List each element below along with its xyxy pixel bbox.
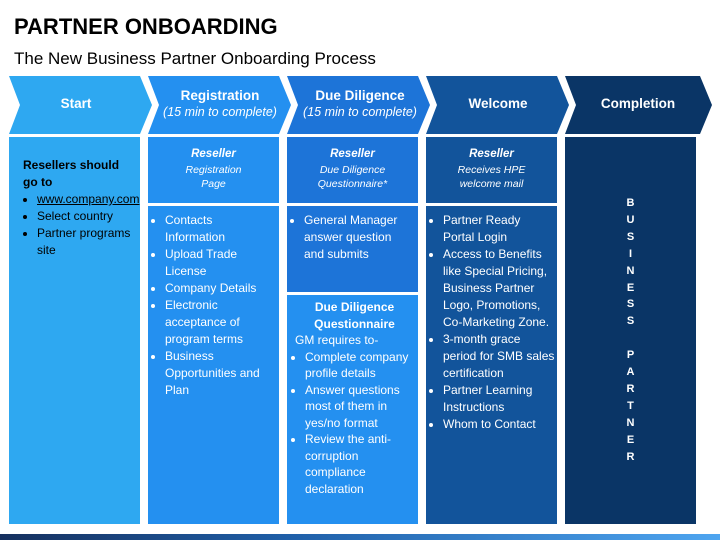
step-header-registration: Registration (15 min to complete) [155, 78, 285, 130]
page-subtitle: The New Business Partner Onboarding Proc… [14, 49, 376, 68]
welcome-intro: Reseller Receives HPE welcome mail [426, 137, 557, 203]
step-header-completion: Completion [572, 78, 704, 130]
block-line: welcome mail [459, 178, 524, 190]
block-title: Reseller [330, 148, 375, 160]
block-line: Registration [185, 163, 242, 176]
list-item: Select country [37, 208, 132, 225]
step-title: Due Diligence [315, 88, 405, 103]
step-title: Completion [600, 96, 676, 111]
registration-details: Contacts Information Upload Trade Licens… [148, 206, 279, 524]
step-title: Registration [180, 88, 260, 103]
due-diligence-bullets: General Manager answer question and subm… [287, 212, 414, 263]
welcome-bullets: Partner Ready Portal Login Access to Ben… [426, 212, 555, 433]
list-item: Partner Learning Instructions [443, 382, 555, 416]
vertical-letter: R [626, 450, 635, 463]
process-chevrons [9, 76, 712, 134]
block-line: Receives HPE [457, 163, 526, 176]
chevron-start [9, 76, 152, 134]
vertical-letter: U [626, 213, 635, 226]
list-item: General Manager answer question and subm… [304, 212, 414, 263]
list-item: Contacts Information [165, 212, 275, 246]
questionnaire-intro: GM requires to- [295, 333, 379, 347]
list-item: Review the anti-corruption compliance de… [305, 431, 414, 497]
step-header-start: Start [16, 78, 136, 130]
vertical-letter: R [626, 382, 635, 395]
column-due-diligence: Reseller Due Diligence Questionnaire* Ge… [287, 137, 418, 524]
start-content: Resellers should go to www.company.com S… [9, 137, 140, 259]
list-item: 3-month grace period for SMB sales certi… [443, 331, 555, 382]
step-subtitle: (15 min to complete) [163, 105, 277, 119]
vertical-letter: S [626, 298, 635, 311]
chevron-completion [565, 76, 712, 134]
block-title: Reseller [469, 148, 514, 160]
vertical-letter: T [627, 399, 634, 412]
vertical-letter: N [626, 416, 635, 429]
chevron-welcome [426, 76, 569, 134]
vertical-letter [565, 330, 696, 347]
column-registration: Reseller Registration Page Contacts Info… [148, 137, 279, 524]
block-line: Page [201, 178, 226, 190]
list-item: Partner programs site [37, 225, 132, 259]
footer-gradient-bar [0, 534, 720, 540]
page-title: PARTNER ONBOARDING [14, 14, 278, 39]
vertical-letter: N [626, 264, 635, 277]
questionnaire-bullets: Complete company profile details Answer … [295, 349, 414, 498]
vertical-letter: A [626, 366, 635, 379]
company-website-link[interactable]: www.company.com [37, 191, 139, 208]
chevron-registration [148, 76, 291, 134]
column-completion: B U S I N E S S P A R T N E R [565, 137, 696, 524]
due-diligence-intro: Reseller Due Diligence Questionnaire* [287, 137, 418, 203]
registration-bullets: Contacts Information Upload Trade Licens… [148, 212, 275, 399]
vertical-letter: B [626, 197, 635, 209]
list-item: Access to Benefits like Special Pricing,… [443, 246, 555, 331]
vertical-letter: S [626, 230, 635, 243]
block-line: Questionnaire* [317, 178, 388, 190]
registration-intro: Reseller Registration Page [148, 137, 279, 203]
vertical-letter: E [626, 433, 635, 446]
list-item: Partner Ready Portal Login [443, 212, 555, 246]
list-item: Upload Trade License [165, 246, 275, 280]
list-item: Electronic acceptance of program terms [165, 297, 275, 348]
vertical-letter: I [628, 247, 633, 260]
vertical-letter: P [626, 349, 635, 362]
step-title: Welcome [468, 96, 528, 111]
column-start: Resellers should go to www.company.com S… [9, 137, 140, 524]
list-item: Complete company profile details [305, 349, 414, 382]
questionnaire-title: Due Diligence Questionnaire [314, 300, 395, 331]
list-item: Answer questions most of them in yes/no … [305, 382, 414, 432]
business-partner-vertical-text: B U S I N E S S P A R T N E R [565, 195, 696, 465]
due-diligence-details: General Manager answer question and subm… [287, 206, 418, 292]
block-title: Reseller [191, 148, 236, 160]
step-header-due-diligence: Due Diligence (15 min to complete) [294, 78, 426, 130]
start-bullets: www.company.com Select country Partner p… [23, 191, 139, 259]
vertical-letter: S [626, 315, 635, 328]
vertical-letter: E [626, 281, 635, 294]
list-item: Business Opportunities and Plan [165, 348, 275, 399]
list-item: Company Details [165, 280, 275, 297]
welcome-details: Partner Ready Portal Login Access to Ben… [426, 206, 557, 524]
step-subtitle: (15 min to complete) [303, 105, 417, 119]
step-title: Start [60, 96, 92, 111]
list-item: Whom to Contact [443, 416, 555, 433]
start-intro: Resellers should go to [23, 158, 120, 189]
block-line: Due Diligence [319, 163, 386, 176]
questionnaire-box: Due Diligence Questionnaire GM requires … [287, 295, 418, 524]
column-welcome: Reseller Receives HPE welcome mail Partn… [426, 137, 557, 524]
step-header-welcome: Welcome [433, 78, 563, 130]
chevron-due-diligence [287, 76, 430, 134]
